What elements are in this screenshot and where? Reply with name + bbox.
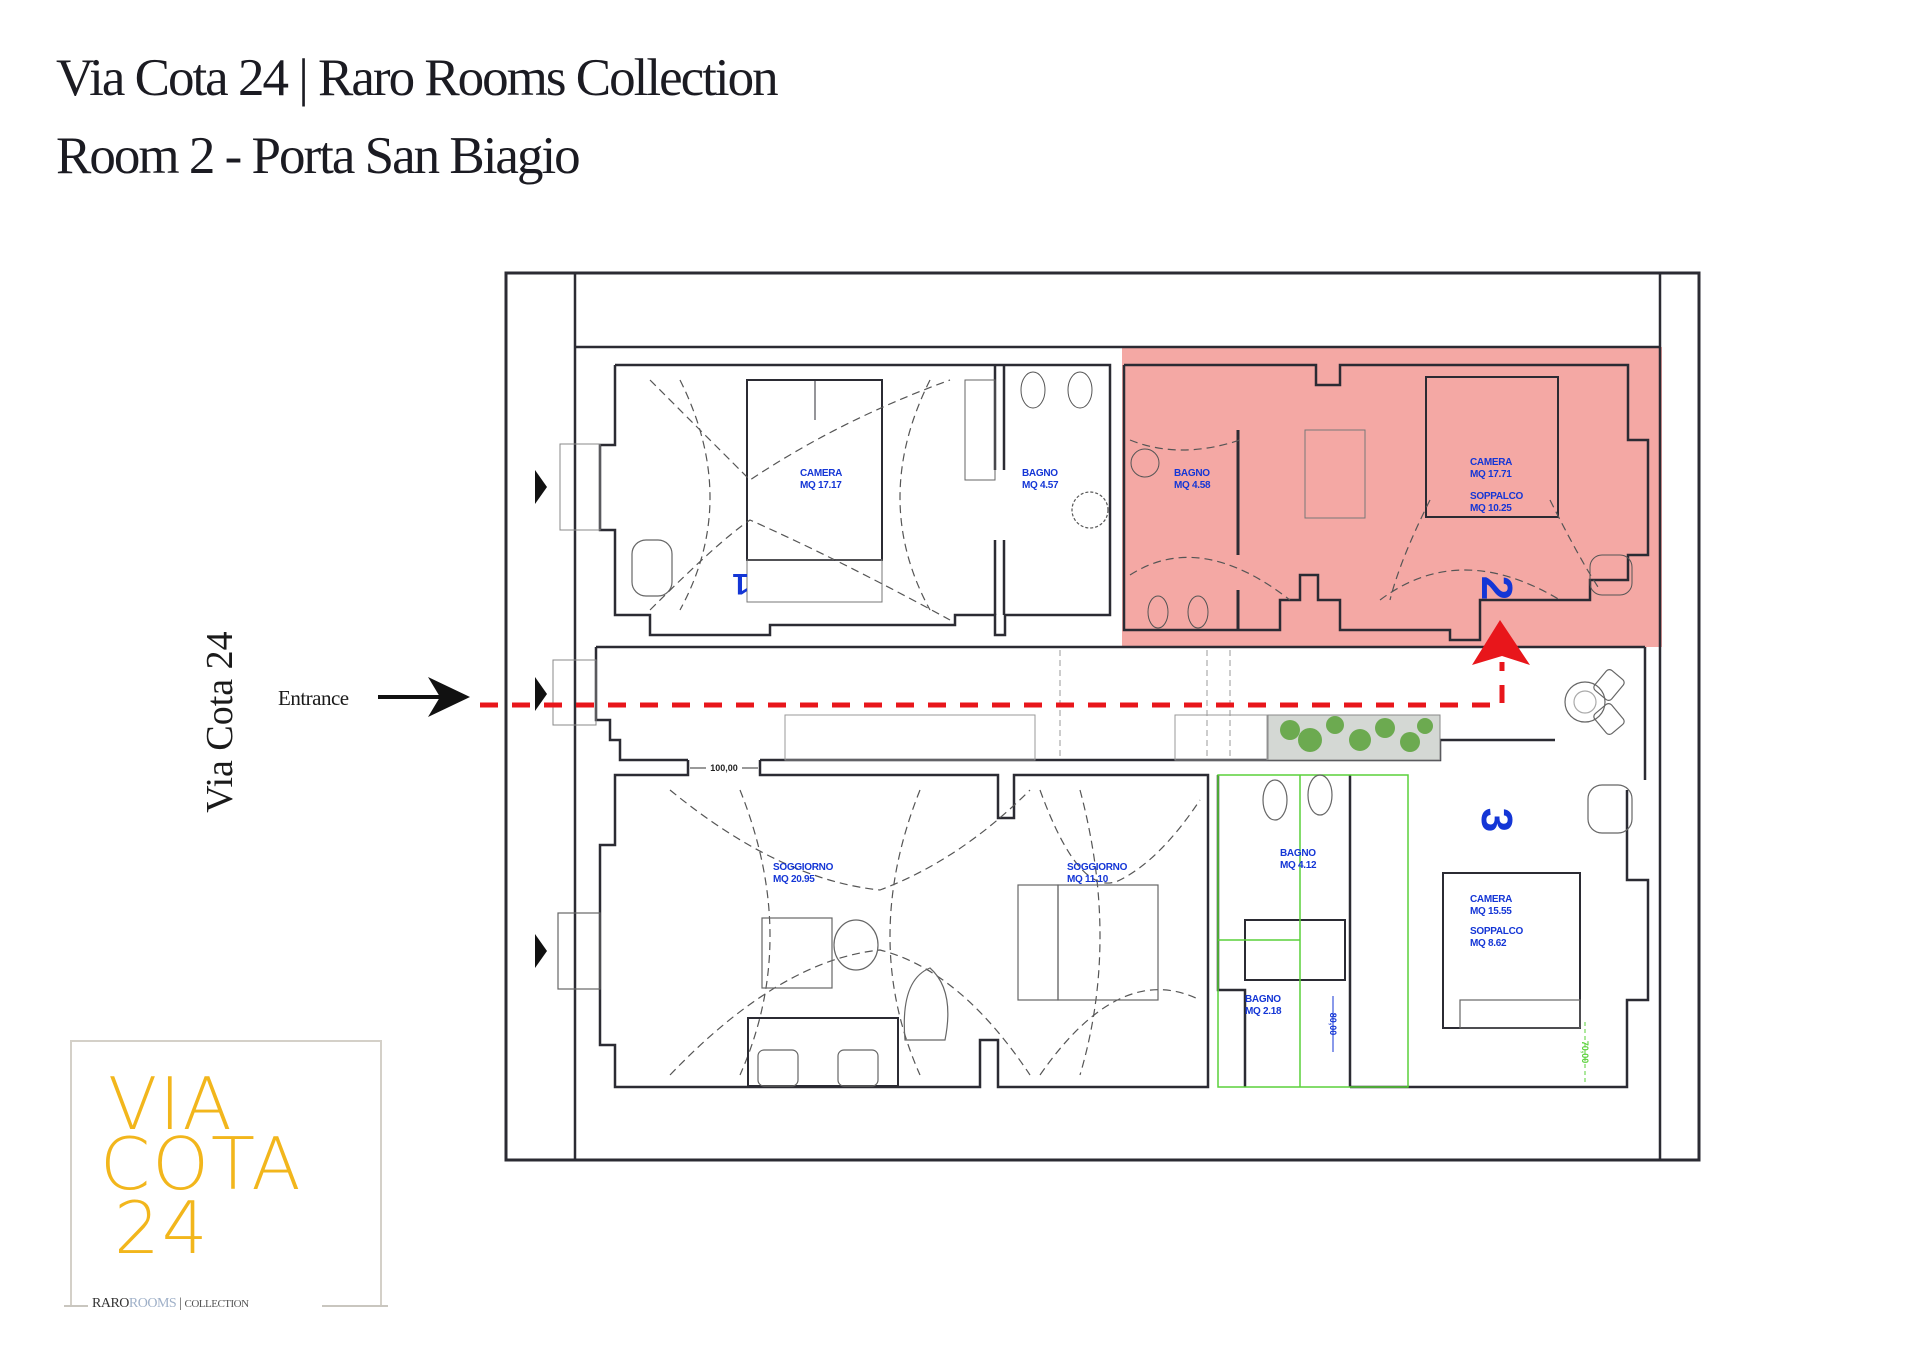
lower-lighting: [669, 789, 1201, 1076]
room-3-soppalco-mq: MQ 8.62: [1470, 938, 1507, 949]
lower-furniture: [557, 774, 1633, 1087]
logo-line-via: VIA: [108, 1062, 234, 1146]
page-title: Via Cota 24 | Raro Rooms Collection: [56, 49, 779, 107]
brand-collection: COLLECTION: [184, 1298, 250, 1310]
room-2-number[interactable]: 2: [1472, 576, 1521, 600]
corridor-table: [1564, 669, 1625, 735]
room-3-bagno2-label: BAGNO: [1245, 994, 1281, 1005]
bath-dimension: 80,00: [1328, 996, 1338, 1052]
logo-divider-left: [64, 1305, 88, 1307]
room-2-soppalco-mq: MQ 10.25: [1470, 503, 1512, 514]
door-dimension: 100,00: [690, 761, 758, 773]
brand-logo: VIA COTA 24: [70, 1040, 382, 1306]
room-2-labels: BAGNO MQ 4.58 CAMERA MQ 17.71 SOPPALCO M…: [1174, 457, 1524, 600]
room-1-bagno-label: BAGNO: [1022, 468, 1058, 479]
bath-outline: [1217, 774, 1409, 1088]
brand-rooms: ROOMS: [128, 1296, 177, 1311]
room-3-soppalco-label: SOPPALCO: [1470, 926, 1523, 937]
corridor-walls: [594, 645, 1647, 780]
room-1-labels: CAMERA MQ 17.17 BAGNO MQ 4.57 1: [732, 468, 1059, 600]
room-3-camera-label: CAMERA: [1470, 894, 1512, 905]
soggiorno-2-label: SOGGIORNO: [1067, 862, 1128, 873]
logo-footer: RAROROOMS | COLLECTION: [64, 1296, 388, 1316]
plant-icons: [1280, 716, 1433, 752]
room-3-camera-mq: MQ 15.55: [1470, 906, 1512, 917]
logo-line-24: 24: [114, 1186, 210, 1270]
room-3-bagno-mq: MQ 4.12: [1280, 860, 1317, 871]
room-3-labels: BAGNO MQ 4.12 BAGNO MQ 2.18 CAMERA MQ 15…: [1245, 808, 1524, 1017]
room-1-walls: [559, 363, 1112, 637]
common-labels: SOGGIORNO MQ 20.95 SOGGIORNO MQ 11.10: [773, 862, 1128, 885]
brand-raro: RARO: [92, 1296, 129, 1311]
room-1-bagno-mq: MQ 4.57: [1022, 480, 1059, 491]
room-1-camera-label: CAMERA: [800, 468, 842, 479]
room-2-bagno-label: BAGNO: [1174, 468, 1210, 479]
dim-80: 80,00: [1328, 1013, 1338, 1036]
window-frames: [552, 659, 597, 726]
room-2-camera-mq: MQ 17.71: [1470, 469, 1512, 480]
room-1-lighting: [649, 379, 951, 621]
dim-100: 100,00: [710, 763, 738, 773]
entrance-label: Entrance: [278, 686, 349, 710]
room-3-number: 3: [1472, 808, 1521, 832]
room-2-lighting: [1129, 439, 1601, 601]
soggiorno-1-label: SOGGIORNO: [773, 862, 834, 873]
room-2-highlight[interactable]: [1122, 347, 1662, 647]
room-2-walls: [1122, 363, 1650, 642]
route-arrowhead-icon: [1472, 620, 1530, 665]
route-to-room-2: [480, 620, 1530, 708]
room-3-bagno2-mq: MQ 2.18: [1245, 1006, 1282, 1017]
outer-walls: [504, 271, 1701, 1162]
page-subtitle: Room 2 - Porta San Biagio: [56, 127, 581, 185]
room-2-camera-label: CAMERA: [1470, 457, 1512, 468]
logo-brand-text: RAROROOMS | COLLECTION: [92, 1296, 249, 1312]
lower-walls: [598, 760, 1650, 1089]
room-1-number: 1: [732, 567, 749, 600]
window-markers: [535, 470, 547, 968]
room-3-bagno-label: BAGNO: [1280, 848, 1316, 859]
dim-70: 70,00: [1580, 1041, 1590, 1064]
soggiorno-1-mq: MQ 20.95: [773, 874, 815, 885]
room-2-bagno-mq: MQ 4.58: [1174, 480, 1211, 491]
logo-divider-right: [322, 1305, 388, 1307]
room-2-fixtures: [1130, 448, 1633, 629]
soggiorno-2-mq: MQ 11.10: [1067, 874, 1109, 885]
room-2-soppalco-label: SOPPALCO: [1470, 491, 1523, 502]
stair-dimension: 70,00: [1580, 1022, 1590, 1082]
logo-line-cota: COTA: [100, 1122, 303, 1206]
arrow-right-icon: [378, 677, 470, 717]
brand-separator: |: [179, 1296, 182, 1311]
room-1-camera-mq: MQ 17.17: [800, 480, 842, 491]
